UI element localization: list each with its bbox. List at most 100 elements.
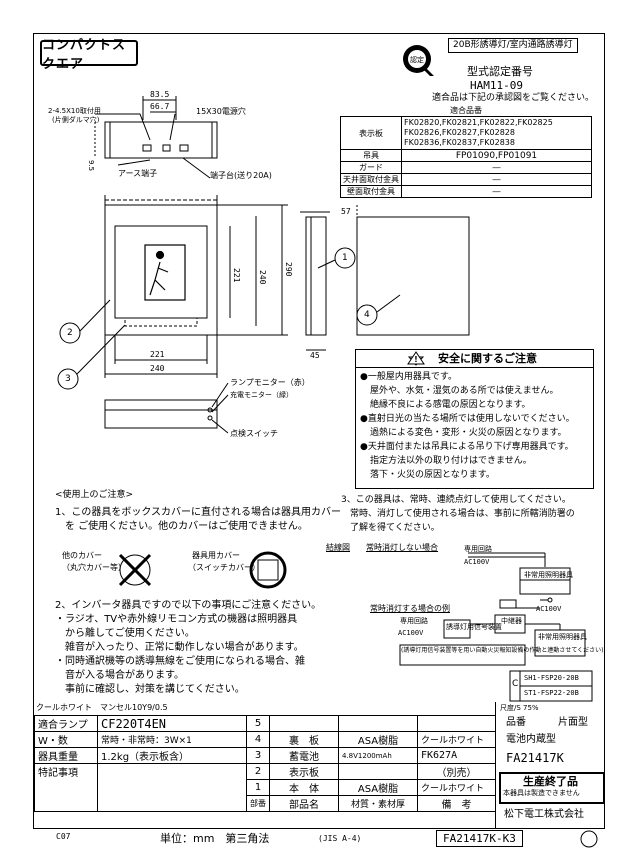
dim-a: 83.5 [150,90,170,99]
part-no: 5 [246,715,270,732]
terminal-block-label: 端子台(送り20A) [210,171,272,180]
head-no: 部番 [246,795,270,812]
hole-note: 2-4.5X10取付用 [48,107,101,115]
fixture-box-label-2: 非常用照明器具 [538,633,587,641]
caution-line: ●直射日光の当たる場所では使用しないでください。 [360,414,575,424]
earth-terminal-label: アース端子 [118,169,158,178]
watt-value: 常時・非常時：3W×1 [97,731,247,748]
wire-hole-label: 15X30電源穴 [196,107,246,116]
note-3-line: 了解を得てください。 [341,523,440,533]
lamp-monitor-label: ランプモニター（赤） [230,378,310,387]
spec-table: 適合ランプ CF220T4EN 5 W・数 常時・非常時：3W×1 4 裏 板 … [34,715,496,812]
callout-2: 2 [67,328,73,338]
st1-label: ST1-FSP22-20B [524,689,579,697]
dim-h-inner: 221 [232,268,241,283]
warning-icon: ! [407,351,425,366]
discontinued-stamp: 生産終了品 本器具は製造できません [499,772,605,804]
weight-value: 1.2kg（表示板含） [97,747,247,764]
dim-depth-top: 57 [341,207,351,216]
note-2-line: 音が入る場合があります。 [55,670,184,681]
footer-unit: 単位：mm 第三角法 [160,832,270,845]
other-cover-label: 他のカバー [62,551,102,560]
note-1-line: を ご使用ください。他のカバーはご使用できません。 [55,521,308,532]
hole-note-2: (片側ダルマ穴) [52,116,100,124]
dim-h-total: 290 [284,262,293,277]
part-material: ASA樹脂 [338,731,418,748]
lamp-value: CF220T4EN [97,715,247,732]
ac-label: AC100V [464,558,490,566]
weight-label: 器具重量 [34,747,98,764]
svg-text:!: ! [414,355,418,364]
note-2-line: 雑音が入ったり、正常に動作しない場合があります。 [55,642,304,653]
note-2-line: ・ラジオ、TVや赤外線リモコン方式の機器は照明器具 [55,614,298,625]
c-label: C [512,679,519,689]
special-label: 特記事項 [34,763,98,812]
charge-monitor-label: 充電モニター（緑） [230,391,293,399]
cert-title: 型式認定番号 [467,65,533,78]
cert-number: HAM11-09 [470,79,523,92]
caution-line: 屋外や、水気・湿気のある所では使えません。 [370,386,559,396]
part-finish: （別売） [417,763,496,780]
watt-label: W・数 [34,731,98,748]
dim-w-inner: 221 [150,350,165,359]
compat-line: FK02820,FK02821,FK02822,FK02825 [404,118,553,127]
stamp-title: 生産終了品 [523,775,578,788]
fixture-cover-label: 器具用カバー [192,551,240,560]
prohibited-icon [118,553,152,587]
caution-line: 過熱による変色・変形・火災の原因となります。 [370,428,567,438]
compat-row-value: ― [401,185,592,198]
footer-circle-icon [580,830,598,848]
head-name: 部品名 [269,795,339,812]
callout-3: 3 [65,374,71,384]
note-1-line: 1、この器具をボックスカバーに直付される場合は器具用カバー [55,507,342,518]
head-finish: 備 考 [417,795,496,812]
relay-label: 中継器 [501,617,522,625]
stamp-note: 本器具は製造できません [503,789,580,797]
part-material: 4.8V1200mAh [338,747,418,764]
color-spec: クールホワイト マンセル10Y9/0.5 [36,703,168,712]
note-2-line: ・同時通訳機等の誘導無線をご使用になられる場合、雑 [55,656,305,667]
notes-heading: <使用上のご注意> [55,490,134,500]
caution-line: 落下・火災の原因となります。 [370,470,495,480]
power-label-2: 専用回路 [400,617,428,625]
part-name: 裏 板 [269,731,339,748]
dim-depth-bottom: 45 [310,351,320,360]
caution-title: 安全に関するご注意 [438,352,537,365]
fixture-box-label: 非常用照明器具 [524,571,573,579]
wiring-case-2: 常時消灯する場合の例 [370,604,450,613]
part-name: 蓄電池 [269,747,339,764]
signal-label: 誘導灯用信号装置 [446,623,502,631]
drawing-frame [33,33,605,829]
caution-line: ●一般屋内用器具です。 [360,372,457,382]
spec-label: 20B形誘導灯/室内通路誘導灯 [448,38,578,53]
compat-line: FK02826,FK02827,FK02828 [404,128,515,137]
cert-note: 適合品は下記の承認図をご覧ください。 [432,93,595,103]
scale-label: 尺度/S 75% [500,704,539,712]
wiring-label: 結線図 [326,543,350,552]
note-2-line: 事前に確認し、対策を講じてください。 [55,684,245,695]
caution-line: 絶縁不良による感電の原因となります。 [370,400,531,410]
note-3-line: 3、この器具は、常時、連続点灯して使用してください。 [341,495,571,505]
model-type: 片面型 [558,717,588,728]
fixture-cover-label: （スイッチカバー） [188,563,260,572]
part-no: 3 [246,747,270,764]
document-number: FA21417K-K3 [436,830,523,847]
dim-b: 66.7 [150,102,170,111]
other-cover-label: （丸穴カバー等） [62,563,126,572]
dim-w-outer: 240 [150,364,165,373]
svg-text:認定: 認定 [410,55,424,64]
callout-1: 1 [342,253,348,263]
dim-h-outer: 240 [258,270,267,285]
maker-name: 松下電工株式会社 [504,809,584,820]
sh1-label: SH1-FSP20-20B [524,674,579,682]
footer-code: C07 [56,832,71,841]
caution-line: ●天井面付または吊具による吊り下げ専用器具です。 [360,442,574,452]
part-finish: クールホワイト [417,731,496,748]
dim-side: 9.5 [87,160,95,172]
part-no: 1 [246,779,270,796]
part-finish: クールホワイト [417,779,496,796]
caution-line: 指定方法以外の取り付けはできません。 [370,456,532,466]
wiring-note: (誘導灯用信号装置等を用い自動火災報知設備の作動と連動させてください) [401,647,604,654]
certification-mark-icon: 認定 [403,45,434,76]
note-2-line: 2、インバータ器具ですので以下の事項にご注意ください。 [55,600,322,611]
